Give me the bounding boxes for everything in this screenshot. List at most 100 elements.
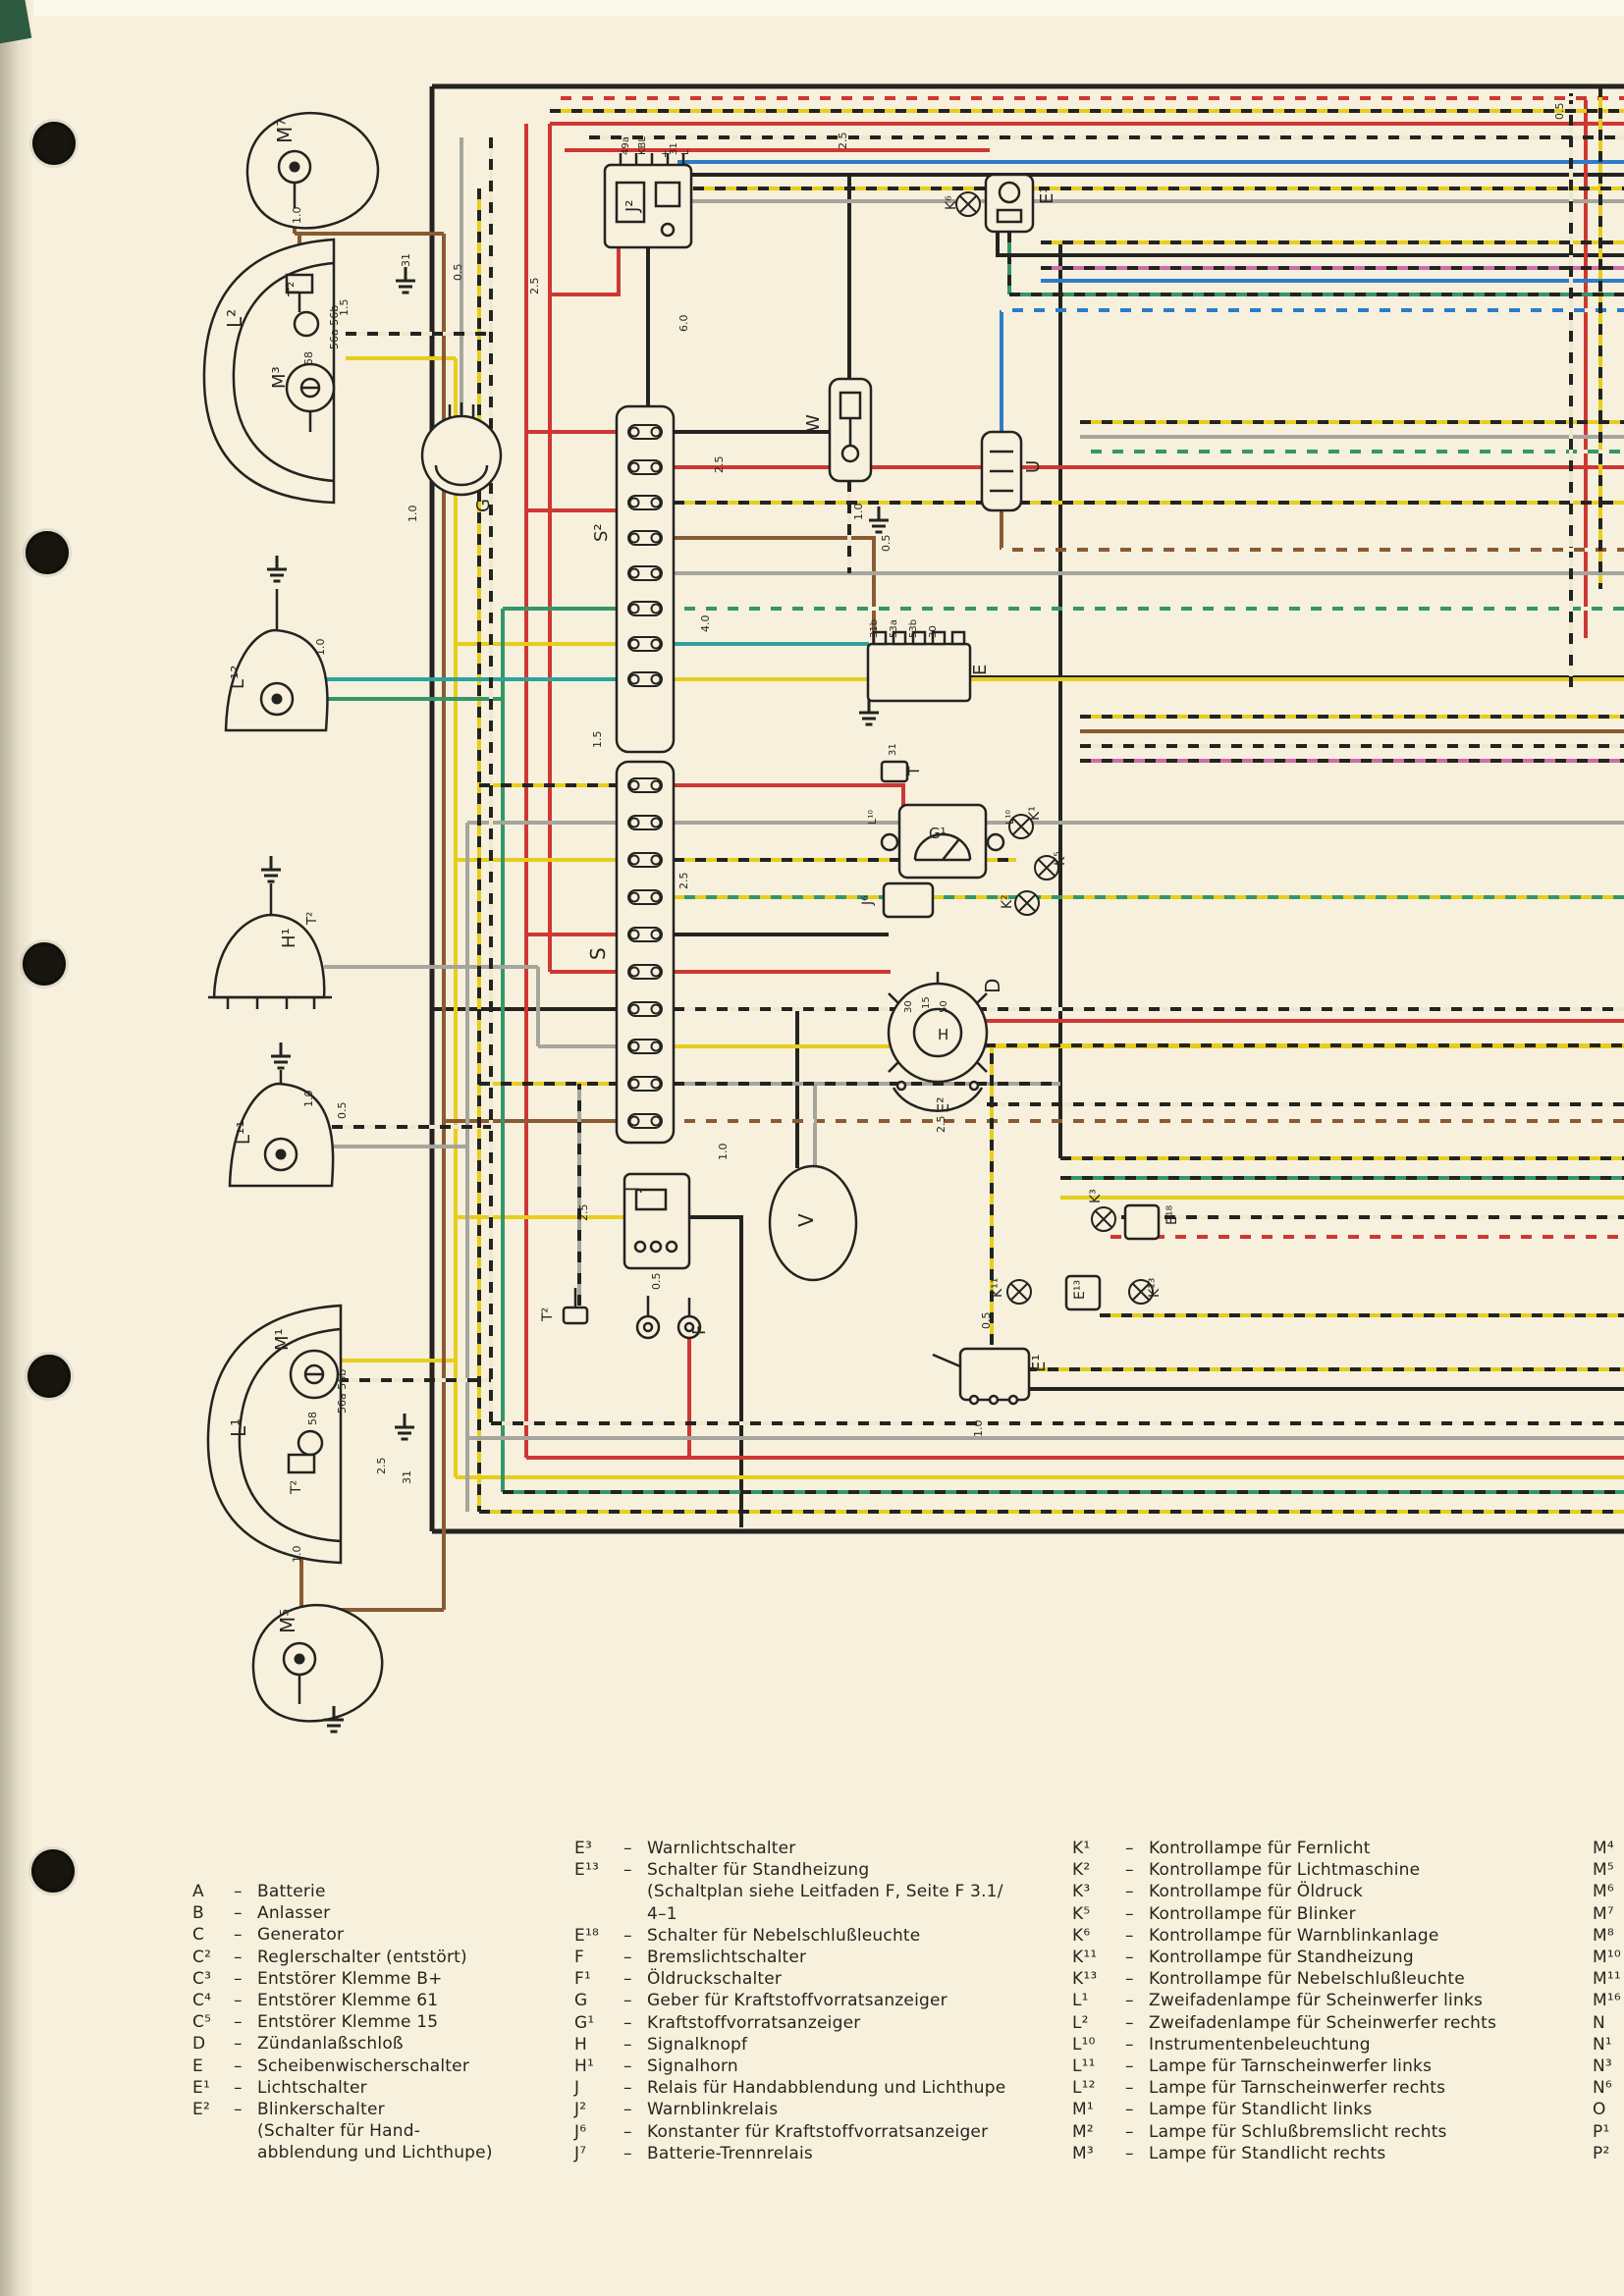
diagram-label: KBL	[637, 136, 648, 155]
diagram-label: G	[473, 499, 494, 512]
legend-code: J⁷	[574, 2143, 587, 2163]
legend-code: M¹⁶	[1593, 1991, 1621, 2011]
legend-dash: –	[623, 2100, 632, 2120]
legend-code: C⁴	[192, 1991, 212, 2011]
legend-dash: –	[1125, 1991, 1134, 2011]
legend-desc: Konstanter für Kraftstoffvorratsanzeiger	[647, 2121, 989, 2142]
legend-code: O	[1593, 2100, 1606, 2120]
legend-code: L¹⁰	[1072, 2034, 1096, 2055]
legend-desc: Lampe für Tarnscheinwerfer rechts	[1149, 2078, 1446, 2099]
legend-code: K²	[1072, 1860, 1091, 1881]
legend-code	[574, 1881, 623, 1902]
legend-code: K¹	[1072, 1839, 1091, 1858]
legend-desc: Schalter für Standheizung	[647, 1860, 870, 1881]
diagram-label: W	[803, 414, 824, 432]
legend-dash: –	[623, 2012, 632, 2033]
legend-row: J–Relais für Handabblendung und Lichthup…	[574, 2077, 1005, 2099]
legend-code: K⁵	[1072, 1903, 1091, 1924]
legend-row: M²–Lampe für Schlußbremslicht rechts	[1072, 2121, 1496, 2143]
legend-desc: Lichtschalter	[257, 2077, 367, 2098]
legend-desc: Relais für Handabblendung und Lichthupe	[647, 2078, 1006, 2099]
legend-desc: Signalhorn	[647, 2056, 738, 2077]
legend-row: L²–Zweifadenlampe für Scheinwerfer recht…	[1072, 2012, 1496, 2034]
legend-row: K³–Kontrollampe für Öldruck	[1072, 1881, 1496, 1902]
legend-desc: Kontrollampe für Lichtmaschine	[1149, 1860, 1421, 1881]
legend-desc: Kontrollampe für Öldruck	[1149, 1882, 1364, 1902]
legend-code: K¹³	[1072, 1969, 1098, 1990]
diagram-label: 53a	[889, 619, 899, 638]
legend-row: F–Bremslichtschalter	[574, 1947, 1005, 1968]
legend-code: J⁶	[574, 2121, 587, 2142]
diagram-label: 31	[888, 743, 898, 756]
legend-desc: Scheibenwischerschalter	[257, 2056, 470, 2076]
legend-row: E–Scheibenwischerschalter	[192, 2056, 493, 2077]
legend-row: M¹⁶–	[1593, 1990, 1624, 2011]
diagram-label: H¹	[279, 928, 299, 948]
diagram-label: 1.0	[291, 207, 303, 225]
legend-desc: Kontrollampe für Standheizung	[1149, 1948, 1414, 1968]
legend-code: J	[574, 2078, 580, 2099]
legend-dash	[234, 2120, 257, 2142]
indicator-lamps-k	[1007, 813, 1060, 917]
diagram-label: L¹⁰	[866, 809, 879, 825]
legend-desc: Warnlichtschalter	[647, 1839, 796, 1858]
legend-desc: Lampe für Standlicht links	[1149, 2100, 1373, 2120]
legend-code: N³	[1593, 2056, 1612, 2077]
wiper-switch-e	[866, 630, 972, 703]
legend-desc: 4–1	[647, 1903, 677, 1924]
legend-desc: Batterie	[257, 1882, 326, 1901]
legend-desc: (Schaltplan siehe Leitfaden F, Seite F 3…	[647, 1882, 1003, 1902]
legend-dash: –	[1125, 2056, 1134, 2077]
legend-code: M¹	[1072, 2100, 1094, 2120]
binder-hole	[23, 942, 66, 986]
lamp-m7	[245, 111, 380, 230]
component-layer	[202, 111, 1161, 1734]
legend-row: L¹–Zweifadenlampe für Scheinwerfer links	[1072, 1990, 1496, 2011]
legend-row: M⁸–	[1593, 1925, 1624, 1947]
legend-desc: Öldruckschalter	[647, 1969, 783, 1990]
diagram-label: T²	[285, 282, 302, 297]
diagram-label: S	[586, 947, 610, 960]
diagram-label: 2.5	[837, 133, 849, 150]
fuel-sender-g	[420, 402, 503, 497]
legend-dash: –	[623, 2121, 632, 2142]
diagram-label: M³	[269, 366, 290, 389]
legend-row: M¹⁰–	[1593, 1947, 1624, 1968]
connector-t2-bottom	[562, 1288, 589, 1325]
diagram-label: S²	[591, 523, 612, 542]
diagram-label: 4.0	[699, 615, 712, 633]
diagram-label: 31	[401, 1470, 413, 1484]
brake-switch-f	[635, 1296, 702, 1340]
legend-dash: –	[234, 1882, 243, 1901]
legend-dash: –	[623, 2143, 632, 2163]
legend-row: C²–Reglerschalter (entstört)	[192, 1947, 493, 1968]
legend-dash: –	[1125, 1903, 1134, 1924]
legend-code: E¹	[192, 2077, 210, 2098]
diagram-label: K⁵	[1053, 851, 1068, 866]
legend-row: K¹¹–Kontrollampe für Standheizung	[1072, 1947, 1496, 1968]
legend-code: M³	[1072, 2143, 1094, 2163]
legend-dash: –	[623, 1991, 632, 2011]
legend-desc: Zündanlaßschloß	[257, 2034, 404, 2055]
legend-row: N⁶–	[1593, 2077, 1624, 2099]
legend-dash: –	[1125, 1948, 1134, 1968]
legend-dash: –	[1125, 1860, 1134, 1881]
diagram-label: 0.5	[336, 1102, 349, 1120]
diagram-label: L¹	[227, 1418, 250, 1437]
legend-desc: (Schalter für Hand-	[257, 2121, 421, 2142]
diagram-label: 53b	[908, 619, 919, 638]
legend-code: B	[192, 1903, 204, 1924]
legend-code: J²	[574, 2100, 587, 2120]
legend-desc: Generator	[257, 1925, 345, 1946]
legend-row: M³–Lampe für Standlicht rechts	[1072, 2143, 1496, 2164]
legend-dash: –	[1125, 2100, 1134, 2120]
legend-row: G–Geber für Kraftstoffvorratsanzeiger	[574, 1990, 1005, 2011]
legend-code: F	[574, 1948, 584, 1968]
legend-code: E³	[574, 1839, 592, 1858]
legend-desc: Zweifadenlampe für Scheinwerfer links	[1149, 1991, 1484, 2011]
relay-j	[623, 1172, 691, 1270]
legend-desc: Schalter für Nebelschlußleuchte	[647, 1925, 921, 1946]
